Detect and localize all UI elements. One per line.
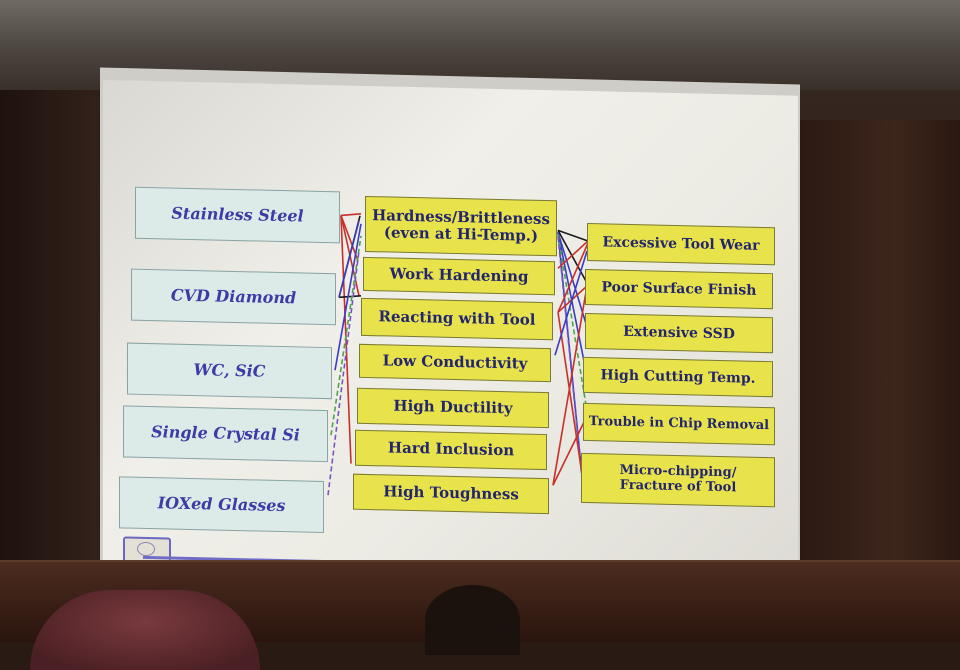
result-trouble-in-chip-removal: Trouble in Chip Removal bbox=[583, 402, 775, 446]
characteristic-high-toughness: High Toughness bbox=[353, 473, 549, 515]
characteristic-label: Hard Inclusion bbox=[387, 438, 515, 460]
arrow-line bbox=[557, 236, 584, 489]
characteristic-reacting-with-tool: Reacting with Tool bbox=[361, 297, 553, 341]
material-single-crystal-si: Single Crystal Si bbox=[123, 405, 328, 463]
result-micro-chipping: Micro-chipping/ Fracture of Tool bbox=[581, 452, 775, 508]
characteristic-work-hardening: Work Hardening bbox=[363, 256, 555, 296]
result-high-cutting-temp: High Cutting Temp. bbox=[583, 356, 773, 398]
result-label: Extensive SSD bbox=[623, 323, 735, 343]
arrow-line bbox=[338, 295, 362, 299]
material-ioxed-glasses: IOXed Glasses bbox=[119, 476, 324, 534]
arrow-line bbox=[557, 229, 588, 284]
arrow-line bbox=[552, 415, 588, 486]
material-cvd-diamond: CVD Diamond bbox=[131, 268, 336, 326]
arrow-line bbox=[557, 234, 588, 412]
projected-slide: Stainless Steel CVD Diamond WC, SiC Sing… bbox=[103, 80, 798, 608]
connection-arrows bbox=[327, 213, 589, 496]
right-wall bbox=[800, 120, 960, 590]
characteristic-hardness: Hardness/Brittleness (even at Hi-Temp.) bbox=[365, 195, 557, 257]
arrow-line bbox=[338, 220, 360, 298]
arrow-line bbox=[557, 240, 589, 269]
material-label: Single Crystal Si bbox=[151, 421, 300, 445]
material-label: WC, SiC bbox=[193, 359, 266, 381]
characteristic-label: Reacting with Tool bbox=[378, 307, 536, 330]
arrow-line bbox=[554, 250, 588, 356]
arrow-line bbox=[327, 250, 360, 496]
arrow-line bbox=[557, 242, 589, 313]
arrow-line bbox=[340, 213, 362, 217]
characteristic-high-ductility: High Ductility bbox=[357, 387, 549, 429]
material-label: IOXed Glasses bbox=[157, 493, 286, 515]
result-excessive-tool-wear: Excessive Tool Wear bbox=[587, 222, 775, 266]
characteristic-label: Low Conductivity bbox=[382, 351, 528, 374]
characteristic-sublabel: (even at Hi-Temp.) bbox=[383, 223, 539, 245]
result-label: Poor Surface Finish bbox=[601, 279, 757, 299]
material-label: CVD Diamond bbox=[170, 285, 297, 308]
lecture-room: Stainless Steel CVD Diamond WC, SiC Sing… bbox=[0, 0, 960, 640]
material-label: Stainless Steel bbox=[171, 203, 304, 226]
result-extensive-ssd: Extensive SSD bbox=[585, 312, 773, 354]
material-stainless-steel: Stainless Steel bbox=[135, 186, 340, 244]
characteristic-label: High Ductility bbox=[393, 396, 513, 418]
arrow-line bbox=[334, 223, 362, 371]
arrow-line bbox=[552, 285, 588, 486]
arrow-line bbox=[557, 229, 589, 242]
characteristic-label: High Toughness bbox=[383, 482, 519, 504]
audience-head bbox=[425, 585, 520, 655]
material-wc-sic: WC, SiC bbox=[127, 342, 332, 400]
result-label: Excessive Tool Wear bbox=[602, 234, 760, 254]
characteristic-low-conductivity: Low Conductivity bbox=[359, 343, 551, 383]
result-sublabel: Fracture of Tool bbox=[619, 477, 737, 496]
characteristic-label: Work Hardening bbox=[389, 264, 529, 287]
result-label: Trouble in Chip Removal bbox=[588, 413, 770, 433]
result-label: High Cutting Temp. bbox=[600, 367, 756, 387]
arrow-line bbox=[557, 312, 584, 481]
result-poor-surface-finish: Poor Surface Finish bbox=[585, 268, 773, 310]
characteristic-hard-inclusion: Hard Inclusion bbox=[355, 429, 547, 471]
